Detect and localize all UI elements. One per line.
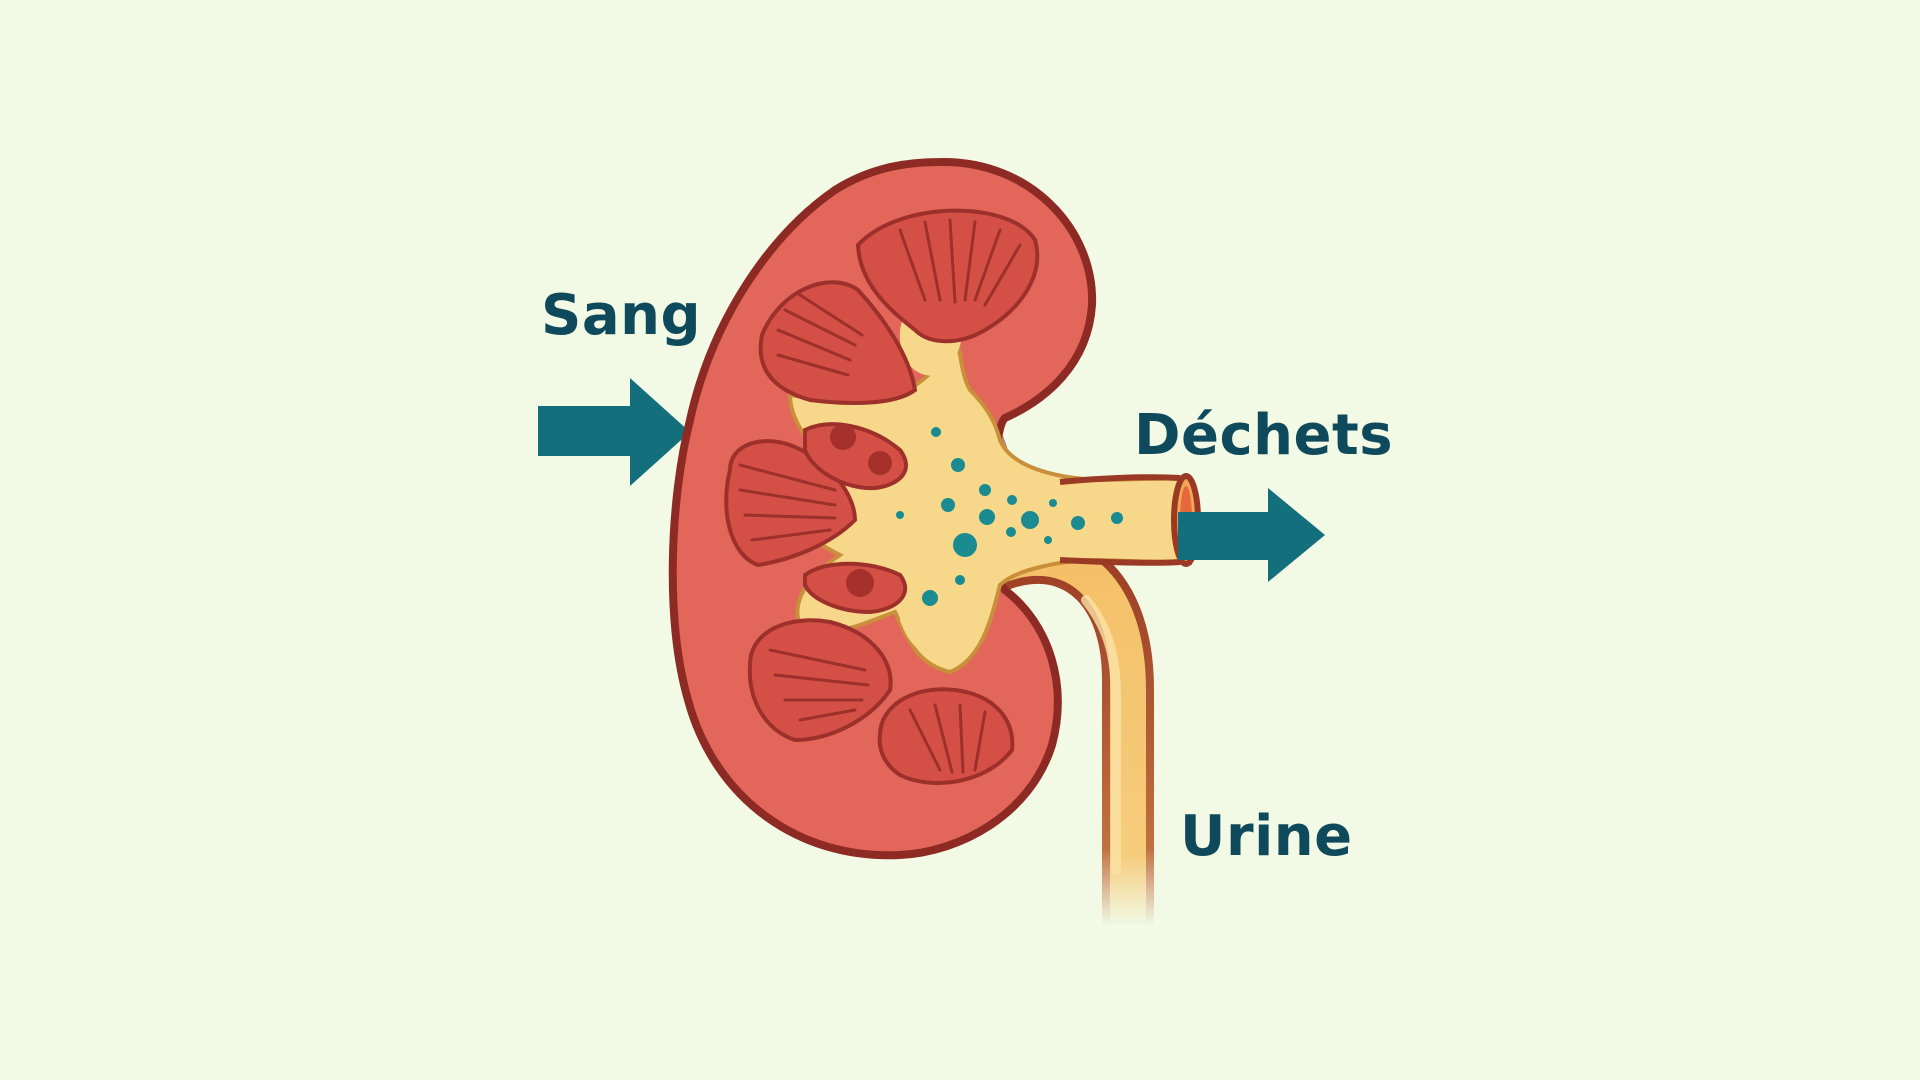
blood-arrow-icon (538, 378, 690, 486)
pyramid-striations (738, 218, 1022, 774)
waste-arrow-icon (1178, 488, 1325, 582)
blood-label: Sang (541, 283, 702, 348)
waste-particles (896, 427, 1123, 606)
waste-label: Déchets (1134, 403, 1394, 468)
blood-cells (830, 424, 892, 597)
urine-label: Urine (1180, 804, 1353, 869)
